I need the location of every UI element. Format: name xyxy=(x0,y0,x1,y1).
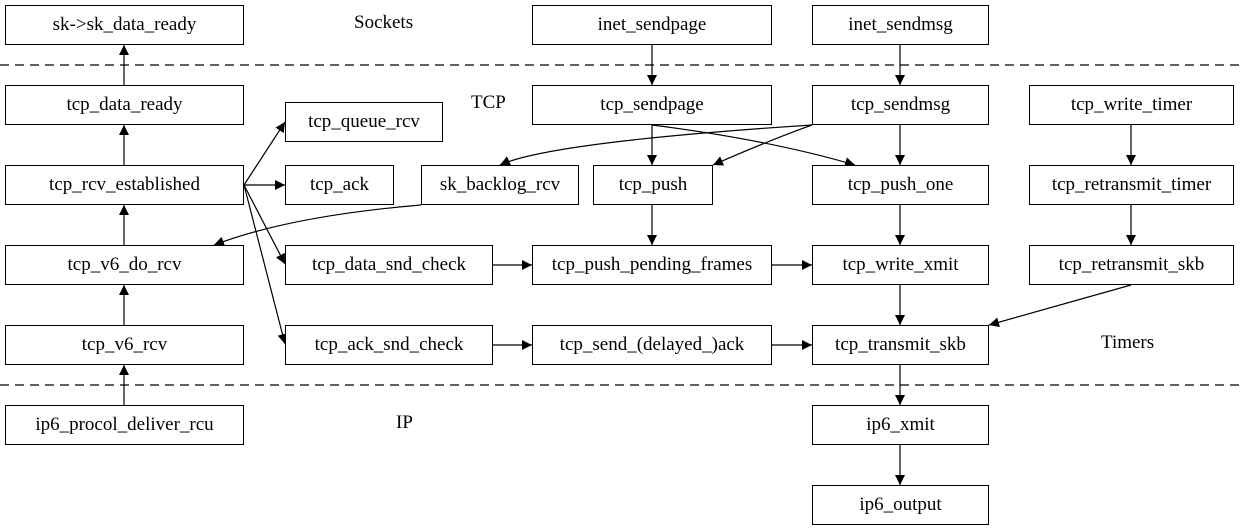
edge-tcp-rcv-established-to-tcp-queue-rcv xyxy=(243,121,286,186)
node-tcp-push-pending-frames: tcp_push_pending_frames xyxy=(532,245,772,285)
node-tcp-write-xmit: tcp_write_xmit xyxy=(812,245,989,285)
edge-sk-backlog-rcv-to-tcp-v6-do-rcv xyxy=(213,204,422,247)
node-tcp-send-delayed-ack: tcp_send_(delayed_)ack xyxy=(532,325,772,365)
edge-tcp-sendmsg-to-tcp-push xyxy=(712,124,813,166)
node-tcp-queue-rcv: tcp_queue_rcv xyxy=(285,102,443,142)
node-inet-sendpage: inet_sendpage xyxy=(532,5,772,45)
node-tcp-v6-rcv: tcp_v6_rcv xyxy=(5,325,244,365)
node-tcp-ack: tcp_ack xyxy=(285,165,394,205)
node-tcp-ack-snd-check: tcp_ack_snd_check xyxy=(285,325,493,365)
node-tcp-v6-do-rcv: tcp_v6_do_rcv xyxy=(5,245,244,285)
node-tcp-retransmit-timer: tcp_retransmit_timer xyxy=(1029,165,1234,205)
zone-label-timers: Timers xyxy=(1101,332,1155,353)
node-sk-backlog-rcv: sk_backlog_rcv xyxy=(421,165,579,205)
node-tcp-transmit-skb: tcp_transmit_skb xyxy=(812,325,989,365)
node-ip6-output: ip6_output xyxy=(812,485,989,525)
node-inet-sendmsg: inet_sendmsg xyxy=(812,5,989,45)
node-tcp-data-ready: tcp_data_ready xyxy=(5,85,244,125)
node-tcp-data-snd-check: tcp_data_snd_check xyxy=(285,245,493,285)
node-tcp-push: tcp_push xyxy=(593,165,713,205)
zone-label-sockets: Sockets xyxy=(354,12,414,33)
zone-label-tcp: TCP xyxy=(471,92,506,113)
node-tcp-sendmsg: tcp_sendmsg xyxy=(812,85,989,125)
edge-tcp-sendpage-to-tcp-push-one xyxy=(651,124,856,167)
node-tcp-retransmit-skb: tcp_retransmit_skb xyxy=(1029,245,1234,285)
edge-tcp-rcv-established-to-tcp-ack-snd-check xyxy=(243,184,288,345)
node-tcp-push-one: tcp_push_one xyxy=(812,165,989,205)
node-ip6-procol-deliver-rcu: ip6_procol_deliver_rcu xyxy=(5,405,244,445)
zone-label-ip: IP xyxy=(396,412,413,433)
node-ip6-xmit: ip6_xmit xyxy=(812,405,989,445)
edge-tcp-sendmsg-to-sk-backlog-rcv xyxy=(499,124,813,166)
node-sk-data-ready: sk->sk_data_ready xyxy=(5,5,244,45)
node-tcp-write-timer: tcp_write_timer xyxy=(1029,85,1234,125)
node-tcp-rcv-established: tcp_rcv_established xyxy=(5,165,244,205)
edge-tcp-retransmit-skb-to-tcp-transmit-skb xyxy=(988,284,1132,328)
node-tcp-sendpage: tcp_sendpage xyxy=(532,85,772,125)
edge-tcp-rcv-established-to-tcp-data-snd-check xyxy=(243,184,286,265)
